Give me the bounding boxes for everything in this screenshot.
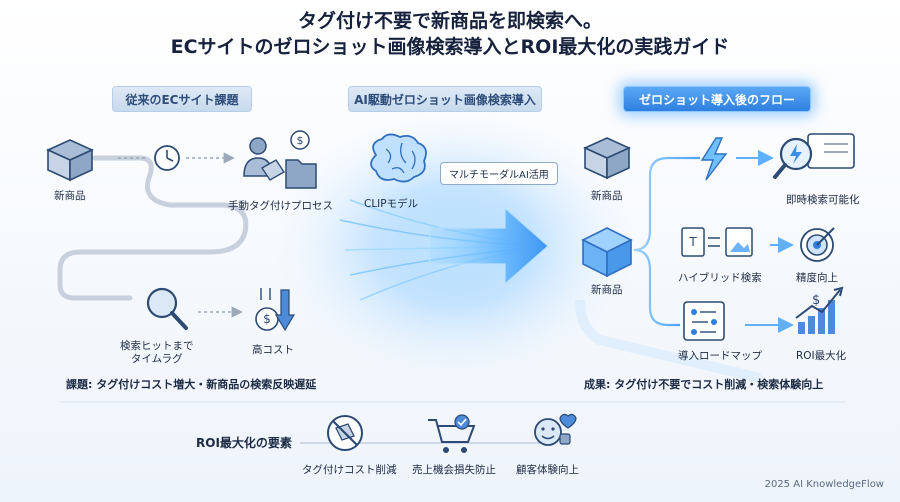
svg-text:T: T bbox=[688, 235, 697, 249]
right-branch-lines bbox=[633, 156, 700, 327]
footer-credit: 2025 AI KnowledgeFlow bbox=[764, 479, 884, 490]
label-roadmap: 導入ロードマップ bbox=[678, 350, 762, 362]
label-customer-experience: 顧客体験向上 bbox=[516, 464, 579, 476]
label-high-cost: 高コスト bbox=[252, 344, 294, 356]
cart-icon bbox=[428, 414, 476, 453]
target-icon bbox=[800, 227, 835, 262]
label-clip-model: CLIPモデル bbox=[364, 198, 419, 210]
big-arrow bbox=[429, 206, 549, 286]
brain-icon bbox=[370, 133, 427, 183]
cube-icon-right bbox=[581, 227, 633, 278]
magnifier-icon bbox=[146, 287, 188, 330]
customer-experience-icon bbox=[534, 413, 577, 446]
label-tag-cost-reduction: タグ付けコスト削減 bbox=[302, 464, 397, 476]
page-title: タグ付け不要で新商品を即検索へ。 ECサイトのゼロショット画像検索導入とROI最… bbox=[0, 8, 900, 60]
box-icon-left bbox=[46, 139, 94, 182]
label-search-lag: 検索ヒットまで タイムラグ bbox=[120, 340, 194, 365]
title-line-2: ECサイトのゼロショット画像検索導入とROI最大化の実践ガイド bbox=[170, 36, 730, 58]
lightning-icon bbox=[700, 137, 728, 181]
hybrid-search-icon: T bbox=[681, 227, 753, 257]
section-left-title: 従来のECサイト課題 bbox=[112, 86, 252, 112]
clock-icon bbox=[154, 145, 180, 171]
label-new-product-right-mid: 新商品 bbox=[591, 284, 623, 296]
instant-search-icon bbox=[773, 133, 855, 179]
high-cost-icon: $ bbox=[255, 288, 296, 332]
label-hybrid-search: ハイブリッド検索 bbox=[678, 272, 762, 284]
label-new-product-left: 新商品 bbox=[54, 190, 86, 202]
label-instant-search: 即時検索可能化 bbox=[786, 194, 860, 206]
svg-text:$: $ bbox=[812, 293, 820, 308]
bottom-heading: ROI最大化の要素 bbox=[196, 436, 292, 450]
left-issue-note: 課題: タグ付けコスト増大・新商品の検索反映遅延 bbox=[66, 378, 317, 391]
roadmap-icon bbox=[683, 301, 725, 341]
svg-text:$: $ bbox=[263, 312, 271, 326]
label-roi-max: ROI最大化 bbox=[796, 350, 847, 362]
section-right-title: ゼロショット導入後のフロー bbox=[623, 86, 811, 112]
roi-chart-icon: $ bbox=[795, 286, 844, 334]
right-result-note: 成果: タグ付け不要でコスト削減・検索体験向上 bbox=[584, 378, 824, 391]
label-manual-tagging: 手動タグ付けプロセス bbox=[228, 200, 333, 212]
box-icon-right-top bbox=[583, 137, 631, 180]
label-new-product-right-top: 新商品 bbox=[591, 190, 623, 202]
label-accuracy: 精度向上 bbox=[796, 272, 838, 284]
manual-tagging-icon: $ bbox=[243, 130, 317, 189]
svg-text:$: $ bbox=[297, 134, 304, 147]
multimodal-chip: マルチモーダルAI活用 bbox=[440, 162, 558, 185]
no-tag-icon bbox=[327, 415, 363, 451]
label-sales-loss-prevention: 売上機会損失防止 bbox=[412, 464, 496, 476]
title-line-1: タグ付け不要で新商品を即検索へ。 bbox=[297, 10, 602, 32]
section-center-title: AI駆動ゼロショット画像検索導入 bbox=[348, 86, 542, 112]
